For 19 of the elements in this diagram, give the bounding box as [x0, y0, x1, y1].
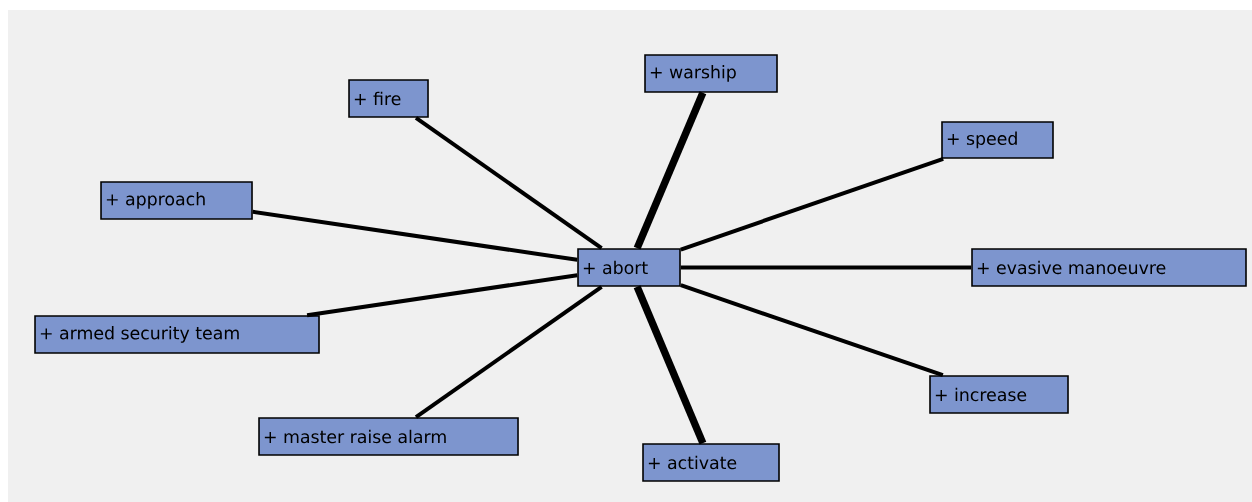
label-box: + approach	[100, 181, 253, 220]
connector-line	[680, 156, 944, 252]
label-box: + increase	[929, 375, 1069, 414]
connector-line	[680, 283, 944, 378]
label-box: + warship	[644, 54, 778, 93]
label-box: + speed	[941, 121, 1054, 159]
label-box: + fire	[348, 79, 429, 118]
label-box: + evasive manoeuvre	[971, 248, 1247, 287]
connector-line	[633, 91, 707, 250]
connector-line	[414, 285, 603, 419]
connector-line	[633, 285, 707, 445]
connector-line	[252, 209, 578, 262]
connector-line	[680, 265, 972, 270]
connector-line	[414, 116, 603, 250]
label-box: + abort	[577, 248, 681, 287]
label-box: + master raise alarm	[258, 417, 519, 456]
label-box: + activate	[642, 443, 780, 482]
connector-line	[306, 273, 578, 318]
label-box: + armed security team	[34, 315, 320, 354]
